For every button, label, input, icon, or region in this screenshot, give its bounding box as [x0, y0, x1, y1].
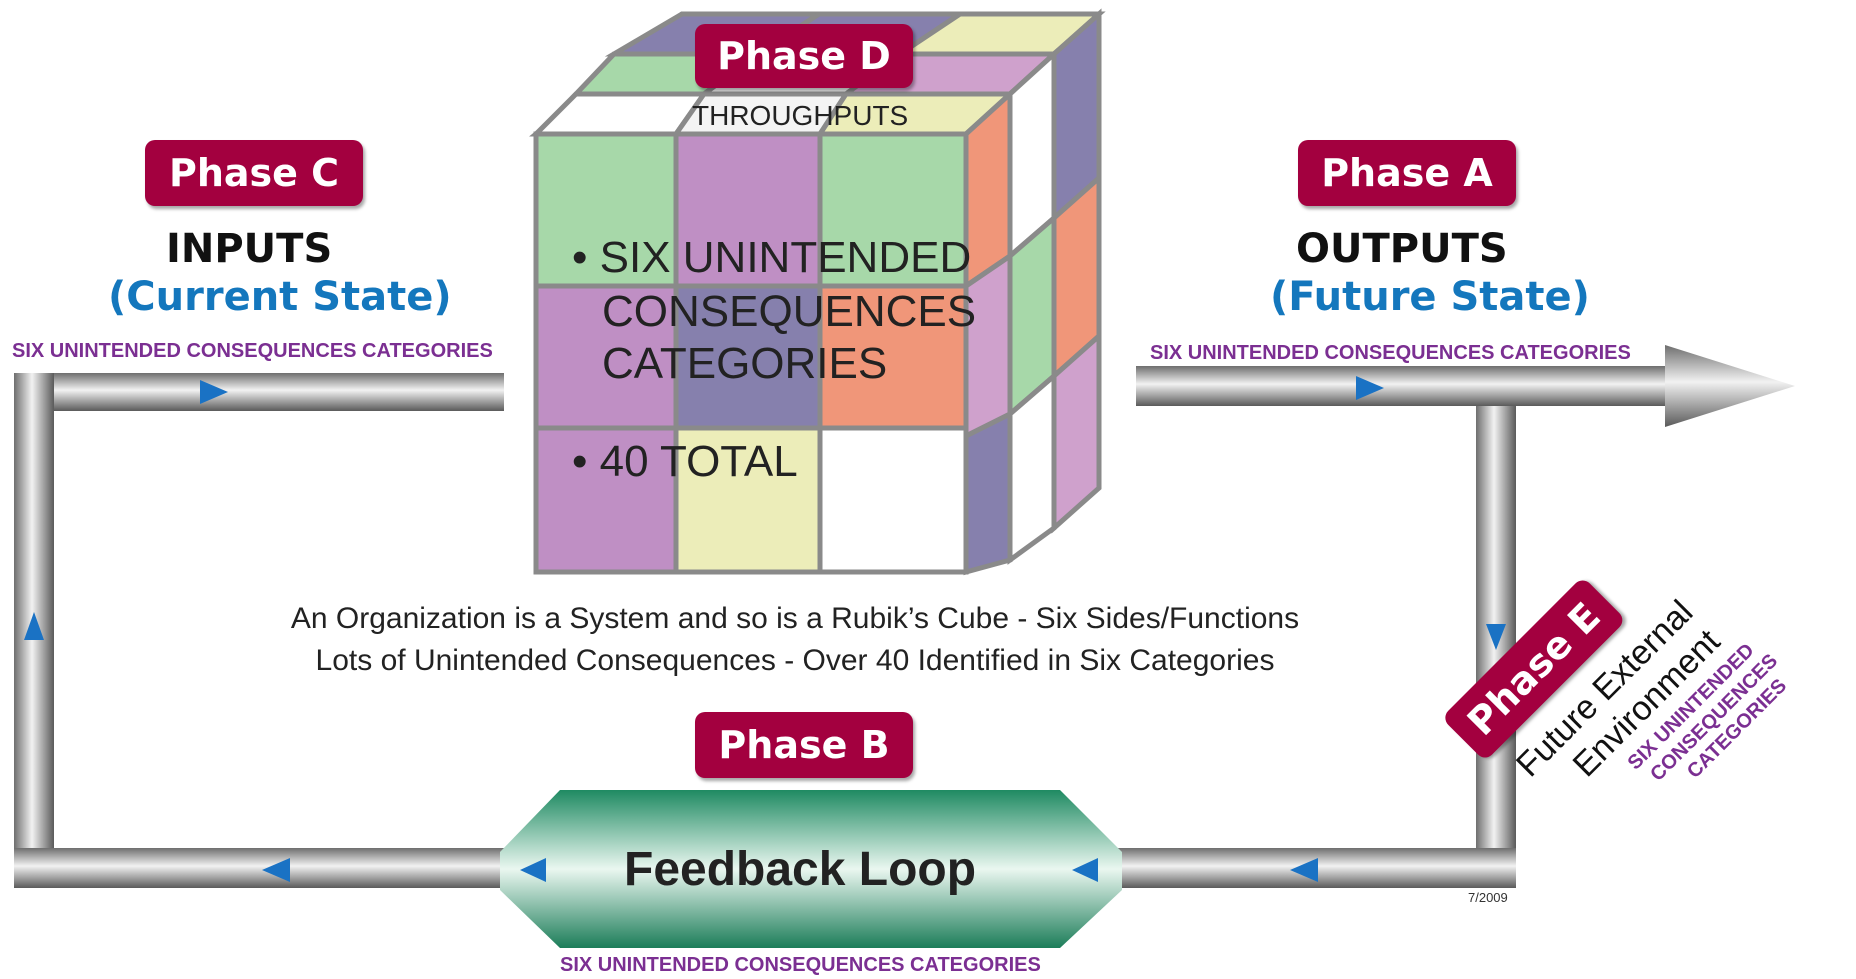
phase-c-badge: Phase C [145, 140, 363, 206]
phase-b-badge: Phase B [695, 712, 913, 778]
flow-arrow-left-icon [1072, 858, 1098, 882]
outputs-category-label: SIX UNINTENDED CONSEQUENCES CATEGORIES [1150, 342, 1631, 364]
outputs-title: OUTPUTS [1296, 226, 1508, 272]
flow-arrow-down-icon [1486, 624, 1506, 650]
flow-arrow-left-icon [262, 858, 290, 882]
feedback-loop-label: Feedback Loop [624, 843, 977, 896]
date-stamp: 7/2009 [1468, 890, 1508, 905]
caption-line-1: An Organization is a System and so is a … [290, 602, 1300, 635]
throughputs-label: THROUGHPUTS [692, 100, 909, 131]
inputs-category-label: SIX UNINTENDED CONSEQUENCES CATEGORIES [12, 340, 493, 362]
cube-bullet-total: • 40 TOTAL [572, 437, 798, 486]
cube-bullet-categories-line3: CATEGORIES [602, 339, 888, 388]
flow-arrow-up-icon [24, 612, 44, 640]
inputs-title: INPUTS [166, 226, 333, 272]
flow-arrow-right-icon [1356, 376, 1384, 400]
caption-line-2: Lots of Unintended Consequences - Over 4… [315, 644, 1275, 677]
feedback-category-label: SIX UNINTENDED CONSEQUENCES CATEGORIES [560, 954, 1041, 976]
outputs-subtitle: (Future State) [1270, 274, 1590, 320]
phase-a-badge: Phase A [1298, 140, 1516, 206]
phase-d-badge: Phase D [695, 24, 913, 88]
flow-arrow-left-icon [520, 858, 546, 882]
inputs-subtitle: (Current State) [108, 274, 452, 320]
cube-bullet-categories-line1: • SIX UNINTENDED [572, 233, 972, 282]
feedback-loop-capsule [500, 790, 1122, 948]
flow-arrow-left-icon [1290, 858, 1318, 882]
flow-arrow-right-icon [200, 380, 228, 404]
cube-bullet-categories-line2: CONSEQUENCES [602, 287, 977, 336]
